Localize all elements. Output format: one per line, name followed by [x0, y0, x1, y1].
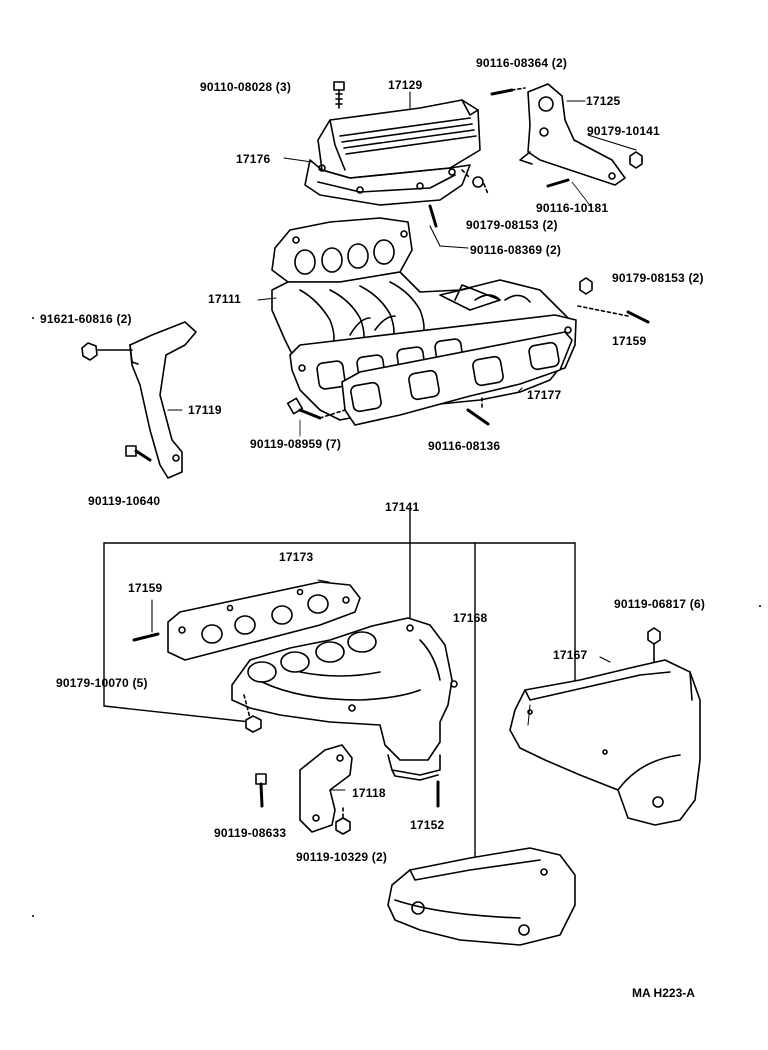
label-90119-10329: 90119-10329 (2) — [296, 850, 388, 864]
bolt-90119-10329 — [335, 807, 351, 835]
label-17159-upper: 17159 — [612, 334, 647, 348]
label-17159-lower: 17159 — [128, 581, 163, 595]
stud-90116-08364 — [490, 87, 526, 96]
exhaust-manifold — [231, 617, 458, 781]
label-17167: 17167 — [553, 648, 588, 662]
bolt-90119-06817 — [647, 627, 661, 663]
bracket-17125 — [519, 83, 626, 186]
label-90119-08959: 90119-08959 (7) — [250, 437, 342, 451]
bolt-90119-10640 — [125, 445, 152, 462]
label-17173: 17173 — [279, 550, 314, 564]
label-17111: 17111 — [208, 292, 242, 306]
label-90179-08153-right: 90179-08153 (2) — [612, 271, 704, 285]
label-90179-08153-upper: 90179-08153 (2) — [466, 218, 558, 232]
stud-90116-08369 — [428, 204, 438, 228]
label-90110-08028: 90110-08028 (3) — [200, 80, 292, 94]
label-90179-10070: 90179-10070 (5) — [56, 676, 148, 690]
label-90179-10141: 90179-10141 — [587, 124, 660, 138]
exhaust-gasket-17173 — [167, 581, 361, 661]
label-17118: 17118 — [352, 786, 386, 800]
bolt-90110-08028 — [333, 81, 345, 109]
bolt-90119-08959 — [286, 397, 346, 420]
label-91621-60816: 91621-60816 (2) — [40, 312, 132, 326]
label-17125: 17125 — [586, 94, 621, 108]
label-17141: 17141 — [385, 500, 420, 514]
assembly-bracket-lines — [103, 507, 576, 869]
nut-90179-08153-right — [577, 277, 629, 317]
label-90119-10640: 90119-10640 — [88, 494, 161, 508]
stud-17159-upper — [626, 310, 650, 324]
label-17177: 17177 — [527, 388, 562, 402]
nut-90179-10141 — [629, 151, 643, 169]
label-90119-06817: 90119-06817 (6) — [614, 597, 706, 611]
label-17129: 17129 — [388, 78, 423, 92]
label-17176: 17176 — [236, 152, 271, 166]
bolt-90119-08633 — [255, 773, 267, 808]
nut-90179-10070 — [243, 694, 262, 733]
label-90116-10181: 90116-10181 — [536, 201, 609, 215]
stud-90116-10181 — [546, 178, 570, 188]
label-90119-08633: 90119-08633 — [214, 826, 287, 840]
intake-plenum — [304, 99, 481, 206]
heat-insulator-17168 — [387, 847, 576, 946]
heat-insulator-17167 — [509, 659, 701, 826]
label-17152: 17152 — [410, 818, 445, 832]
intake-manifold — [271, 217, 577, 426]
label-90116-08136: 90116-08136 — [428, 439, 501, 453]
reference-code: MA H223-A — [632, 986, 695, 1000]
label-17168: 17168 — [453, 611, 488, 625]
label-90116-08369: 90116-08369 (2) — [470, 243, 562, 257]
nut-90179-08153-upper — [461, 169, 489, 195]
stud-17159-lower — [132, 632, 160, 642]
label-90116-08364: 90116-08364 (2) — [476, 56, 568, 70]
stud-90116-08136 — [466, 397, 490, 426]
label-17119: 17119 — [188, 403, 222, 417]
nut-91621-60816 — [81, 342, 133, 361]
leader-lines — [151, 91, 637, 791]
